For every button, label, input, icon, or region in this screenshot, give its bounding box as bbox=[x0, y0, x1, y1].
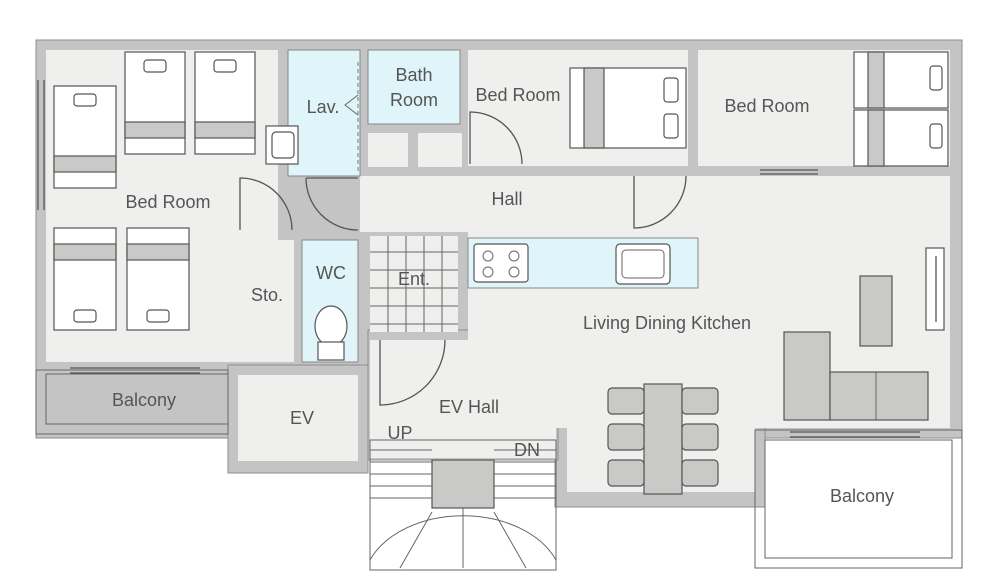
stairs bbox=[369, 439, 557, 571]
balcony-left-inner bbox=[45, 373, 229, 425]
fixtures bbox=[265, 125, 699, 361]
label-balcony-right: Balcony bbox=[830, 486, 894, 506]
bed bbox=[853, 51, 949, 109]
room-labels: Bed Room Bed Room Bed Room Lav. Bath Roo… bbox=[112, 65, 894, 506]
balcony-right-outline bbox=[754, 429, 963, 569]
bed bbox=[569, 67, 687, 149]
ev-hall-floor bbox=[370, 340, 556, 458]
bed bbox=[126, 227, 190, 331]
label-balcony-left: Balcony bbox=[112, 390, 176, 410]
label-storage: Sto. bbox=[251, 285, 283, 305]
ldk-storage-floor bbox=[468, 340, 524, 370]
stove bbox=[473, 243, 529, 283]
label-bed-room-right: Bed Room bbox=[724, 96, 809, 116]
sofa bbox=[783, 331, 831, 421]
dining-table bbox=[643, 383, 683, 495]
bed bbox=[853, 109, 949, 167]
label-wc: WC bbox=[316, 263, 346, 283]
bed bbox=[53, 85, 117, 189]
entrance-tiles bbox=[370, 236, 458, 332]
closet-floor-2 bbox=[418, 133, 462, 167]
label-ldk: Living Dining Kitchen bbox=[583, 313, 751, 333]
label-stair-up: UP bbox=[387, 423, 412, 443]
living-furniture bbox=[607, 247, 945, 495]
label-stair-down: DN bbox=[514, 440, 540, 460]
label-lav: Lav. bbox=[307, 97, 340, 117]
balconies bbox=[35, 369, 963, 569]
bed bbox=[194, 51, 256, 155]
label-bath-room-line2: Room bbox=[390, 90, 438, 110]
closet-floor-1 bbox=[368, 133, 408, 167]
label-entrance: Ent. bbox=[398, 269, 430, 289]
windows bbox=[37, 80, 920, 438]
lavatory-floor bbox=[287, 49, 361, 177]
coffee-table bbox=[859, 275, 893, 347]
bed bbox=[53, 227, 117, 331]
toilet bbox=[314, 305, 348, 347]
storage-floor bbox=[238, 240, 294, 362]
label-bed-room-left: Bed Room bbox=[125, 192, 210, 212]
ev-floor bbox=[238, 375, 358, 461]
label-bed-room-mid: Bed Room bbox=[475, 85, 560, 105]
bed bbox=[124, 51, 186, 155]
doors bbox=[239, 62, 687, 406]
label-ev: EV bbox=[290, 408, 314, 428]
bath-room-floor bbox=[367, 49, 461, 125]
label-hall: Hall bbox=[491, 189, 522, 209]
beds bbox=[53, 51, 949, 331]
balcony-right-inner bbox=[764, 439, 953, 559]
kitchen-sink bbox=[615, 243, 671, 285]
label-ev-hall: EV Hall bbox=[439, 397, 499, 417]
tv-stand bbox=[925, 247, 945, 331]
label-bath-room-line1: Bath bbox=[395, 65, 432, 85]
